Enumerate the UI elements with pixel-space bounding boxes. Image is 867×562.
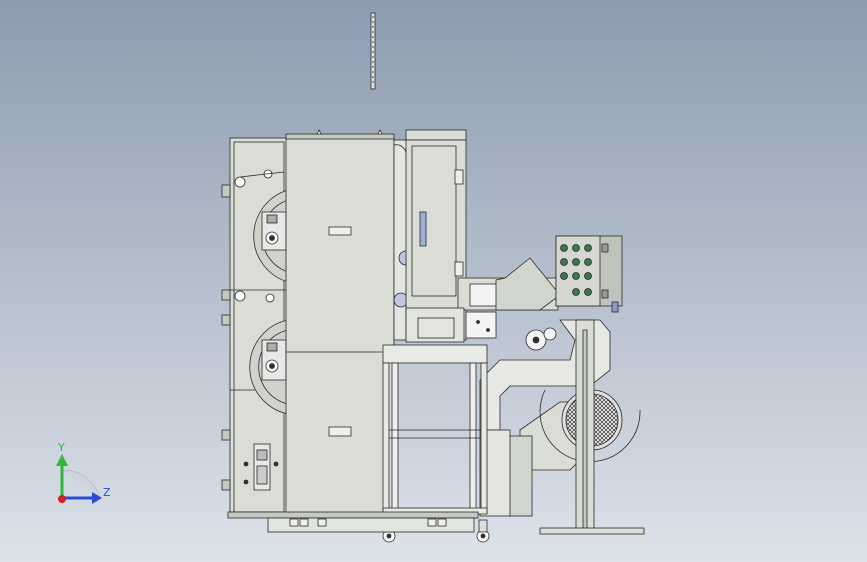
- orientation-triad: [56, 454, 102, 504]
- lower-reel: [234, 290, 289, 415]
- control-panel-box: [555, 235, 623, 313]
- triad-z-arrow: [92, 492, 102, 504]
- triad-origin: [58, 495, 66, 503]
- lower-control-unit: [243, 443, 279, 491]
- triad-y-label: Y: [58, 441, 65, 454]
- machine-base: [227, 511, 479, 533]
- upper-reel: [234, 169, 289, 283]
- triad-y-arrow: [56, 454, 68, 466]
- head-block: [405, 257, 561, 351]
- tool-cart: [382, 344, 490, 543]
- top-hanging-rod: [370, 12, 376, 90]
- triad-arc: [61, 469, 101, 499]
- machine-assembly[interactable]: [221, 12, 645, 543]
- print-unit: [393, 129, 467, 341]
- triad-z-label: Z: [103, 486, 111, 499]
- main-cabinet: [285, 129, 395, 517]
